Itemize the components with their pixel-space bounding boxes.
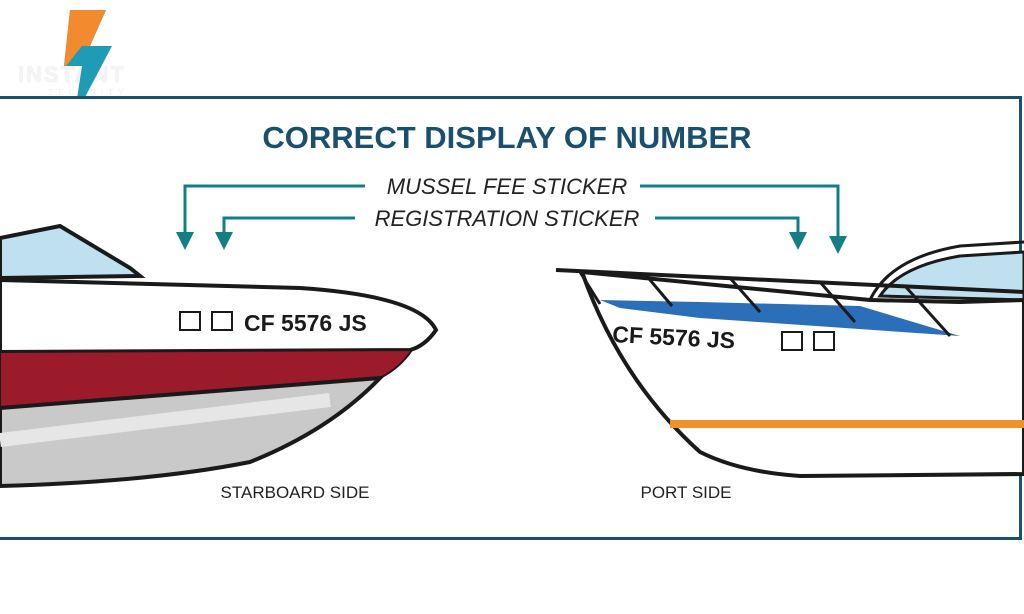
logo-brand-text: INSTANT	[18, 62, 126, 87]
port-side-caption: PORT SIDE	[640, 483, 731, 502]
starboard-windshield	[0, 223, 146, 281]
port-rail-posts	[578, 271, 952, 338]
mussel-arrow-left	[183, 184, 365, 238]
port-boat: CF 5576 JS	[555, 240, 1024, 479]
diagram-title: CORRECT DISPLAY OF NUMBER	[262, 120, 751, 155]
arrow-heads	[176, 232, 847, 254]
instant-logo: INSTANT SECURITY	[8, 6, 168, 118]
starboard-registration-number: CF 5576 JS	[244, 310, 367, 336]
port-cabin-outline	[868, 240, 1024, 301]
starboard-mussel-sticker-box	[179, 311, 201, 331]
registration-arrow-right	[655, 216, 800, 240]
mussel-fee-sticker-label: MUSSEL FEE STICKER	[387, 174, 628, 199]
port-canopy	[600, 300, 960, 336]
port-bow-rail	[555, 268, 1024, 294]
starboard-hull-highlight	[0, 393, 331, 447]
port-registration-number: CF 5576 JS	[612, 321, 736, 353]
lightning-bolt-icon	[64, 10, 112, 118]
registration-sticker-label: REGISTRATION STICKER	[375, 206, 640, 231]
starboard-boat: CF 5576 JS	[0, 223, 439, 489]
starboard-registration-sticker-box	[211, 311, 233, 331]
starboard-side-caption: STARBOARD SIDE	[221, 483, 370, 502]
port-mussel-sticker-box	[813, 331, 835, 351]
mussel-arrow-right	[640, 184, 840, 244]
port-registration-sticker-box	[781, 331, 803, 351]
mussel-fee-arrows	[183, 184, 840, 244]
registration-arrow-left	[222, 216, 355, 238]
